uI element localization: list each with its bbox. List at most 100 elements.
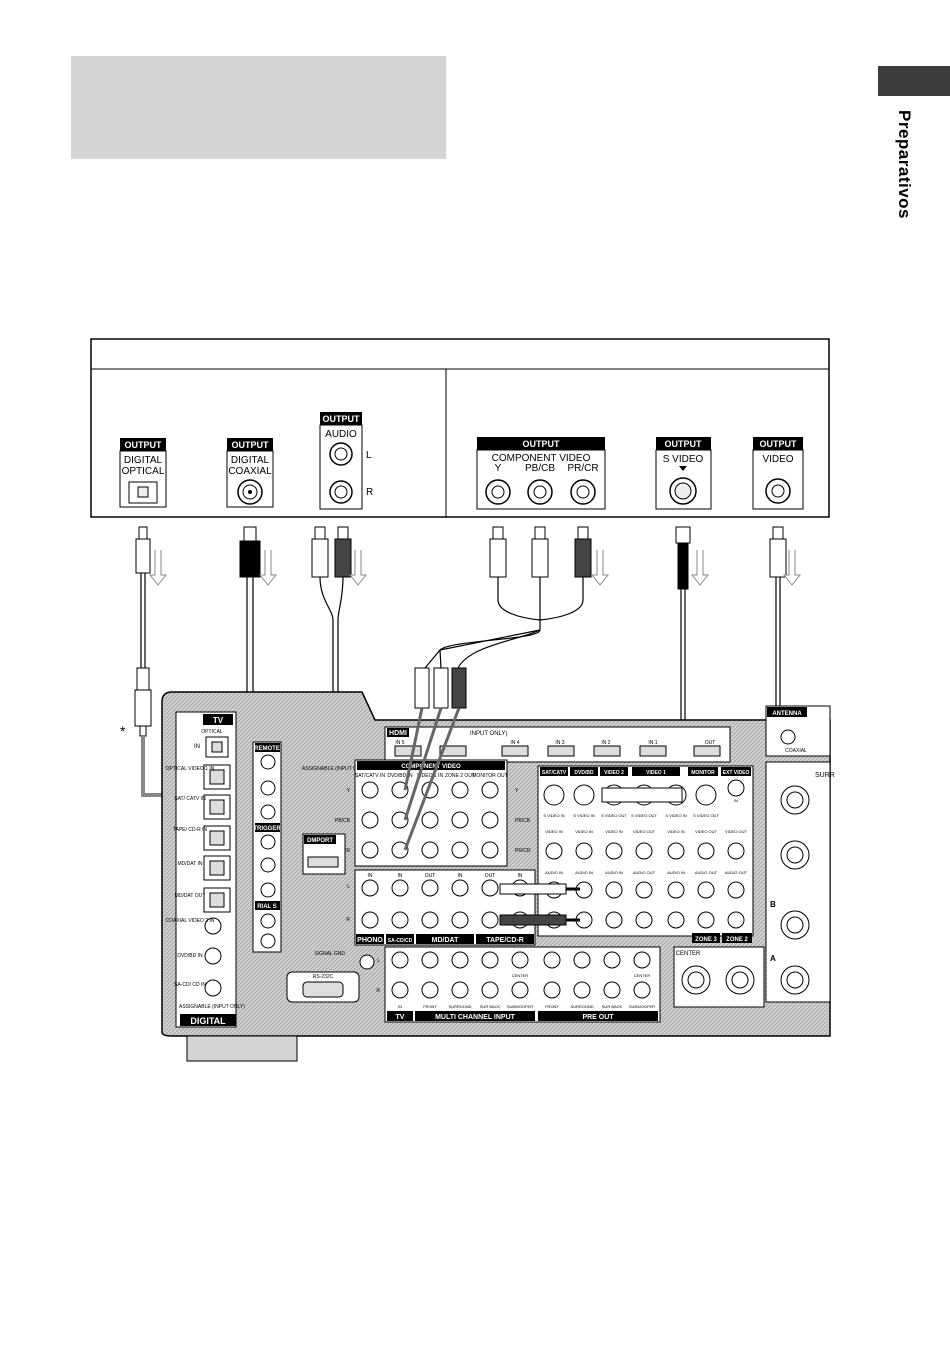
svg-text:RS-232C: RS-232C — [313, 974, 334, 980]
svg-text:FRONT: FRONT — [545, 1004, 559, 1009]
svg-text:SA-CD/ CD IN: SA-CD/ CD IN — [174, 982, 206, 988]
svg-text:OUTPUT: OUTPUT — [323, 414, 361, 424]
svg-text:IN 3: IN 3 — [555, 740, 564, 746]
svg-text:AUDIO OUT: AUDIO OUT — [633, 870, 656, 875]
svg-text:SAT/CATV IN: SAT/CATV IN — [355, 773, 385, 779]
svg-text:OPTICAL VIDEO 1 IN: OPTICAL VIDEO 1 IN — [166, 766, 215, 772]
svg-text:TRIGGER: TRIGGER — [253, 826, 281, 832]
svg-text:IN: IN — [734, 798, 738, 803]
svg-text:ZONE 3: ZONE 3 — [695, 937, 717, 943]
svg-text:SIGNAL GND: SIGNAL GND — [314, 951, 345, 957]
svg-text:S VIDEO: S VIDEO — [663, 454, 704, 465]
svg-text:MULTI CHANNEL INPUT: MULTI CHANNEL INPUT — [435, 1014, 516, 1021]
svg-text:REMOTE: REMOTE — [254, 746, 280, 752]
svg-text:COMPONENT VIDEO: COMPONENT VIDEO — [492, 453, 591, 464]
svg-text:OUTPUT: OUTPUT — [523, 439, 561, 449]
svg-text:ASSIGNABLE (INPUT ONLY): ASSIGNABLE (INPUT ONLY) — [302, 766, 368, 772]
svg-text:OPTICAL: OPTICAL — [201, 729, 223, 735]
svg-text:VIDEO: VIDEO — [762, 454, 793, 465]
receiver-rear-panel: TV OPTICAL IN OPTICAL VIDEO 1 IN SAT/ CA… — [161, 691, 835, 1062]
svg-text:VIDEO IN: VIDEO IN — [605, 829, 623, 834]
svg-text:OUTPUT: OUTPUT — [232, 440, 270, 450]
svg-text:Y: Y — [515, 788, 519, 794]
svg-text:IN: IN — [398, 1004, 402, 1009]
svg-text:L: L — [366, 450, 372, 461]
svg-text:ZONE 2: ZONE 2 — [726, 937, 748, 943]
svg-text:AUDIO OUT: AUDIO OUT — [725, 870, 748, 875]
svg-text:AUDIO IN: AUDIO IN — [605, 870, 623, 875]
svg-text:OUT: OUT — [485, 873, 496, 879]
svg-text:ASSIGNABLE (INPUT ONLY): ASSIGNABLE (INPUT ONLY) — [179, 1004, 245, 1010]
svg-text:OUTPUT: OUTPUT — [760, 439, 798, 449]
svg-text:R: R — [346, 917, 350, 923]
svg-text:AUDIO: AUDIO — [325, 429, 357, 440]
svg-text:S VIDEO IN: S VIDEO IN — [543, 813, 564, 818]
svg-text:SURROUND: SURROUND — [448, 1004, 471, 1009]
svg-text:VIDEO OUT: VIDEO OUT — [725, 829, 748, 834]
svg-text:VIDEO IN: VIDEO IN — [667, 829, 685, 834]
svg-text:AUDIO IN: AUDIO IN — [575, 870, 593, 875]
svg-text:A: A — [770, 954, 776, 963]
svg-text:IN 4: IN 4 — [510, 740, 519, 746]
svg-text:L: L — [347, 884, 350, 890]
svg-text:OUTPUT: OUTPUT — [125, 440, 163, 450]
section-tab-marker — [878, 66, 950, 96]
video-source-jacks: SAT/CATV DVD/BD VIDEO 2 VIDEO 1 MONITOR … — [537, 765, 754, 943]
svg-text:VIDEO 1 IN: VIDEO 1 IN — [417, 773, 444, 779]
svg-text:RIAL S: RIAL S — [257, 904, 277, 910]
svg-text:IN: IN — [368, 873, 373, 879]
svg-text:DVD/BD IN: DVD/BD IN — [177, 953, 203, 959]
svg-text:SUBWOOFER: SUBWOOFER — [507, 1004, 533, 1009]
svg-text:S VIDEO OUT: S VIDEO OUT — [601, 813, 627, 818]
svg-text:SUR BACK: SUR BACK — [602, 1004, 623, 1009]
svg-text:ZONE 2 OUT: ZONE 2 OUT — [445, 773, 475, 779]
svg-text:SAT/CATV: SAT/CATV — [542, 770, 567, 776]
svg-text:OUT: OUT — [705, 740, 716, 746]
source-device — [90, 338, 830, 518]
svg-text:SUR BACK: SUR BACK — [480, 1004, 501, 1009]
svg-text:OUTPUT: OUTPUT — [665, 439, 703, 449]
svg-text:DVD/BD: DVD/BD — [574, 770, 594, 776]
svg-text:CENTER: CENTER — [676, 951, 701, 957]
svg-text:PHONO: PHONO — [357, 937, 383, 944]
svg-text:MD/DAT IN: MD/DAT IN — [177, 861, 202, 867]
svg-text:OUT: OUT — [425, 873, 436, 879]
svg-text:Y: Y — [347, 788, 351, 794]
svg-text:IN: IN — [518, 873, 523, 879]
svg-text:VIDEO 1: VIDEO 1 — [646, 770, 666, 776]
svg-text:HDMI: HDMI — [389, 730, 407, 737]
svg-text:CENTER: CENTER — [512, 973, 529, 978]
svg-text:IN 2: IN 2 — [601, 740, 610, 746]
svg-text:VIDEO 2: VIDEO 2 — [604, 770, 624, 776]
svg-text:TAPE/CD-R: TAPE/CD-R — [486, 937, 524, 944]
s-video-output: OUTPUT S VIDEO — [655, 437, 712, 510]
svg-text:B: B — [770, 900, 776, 909]
svg-text:PB/CB: PB/CB — [335, 818, 351, 824]
svg-text:CENTER: CENTER — [634, 973, 651, 978]
svg-text:TAPE/ CD-R IN: TAPE/ CD-R IN — [173, 827, 208, 833]
svg-text:PB/CB: PB/CB — [525, 463, 555, 474]
section-tab-label: Preparativos — [895, 110, 914, 219]
svg-text:AUDIO OUT: AUDIO OUT — [695, 870, 718, 875]
svg-text:VIDEO OUT: VIDEO OUT — [695, 829, 718, 834]
video-output: OUTPUT VIDEO — [752, 437, 804, 510]
svg-text:R: R — [376, 988, 380, 994]
svg-text:SUBWOOFER: SUBWOOFER — [629, 1004, 655, 1009]
svg-text:IN: IN — [398, 873, 403, 879]
svg-text:TV: TV — [396, 1014, 405, 1021]
svg-text:MONITOR: MONITOR — [691, 770, 715, 776]
svg-text:DIGITAL: DIGITAL — [190, 1016, 226, 1026]
section-title-box — [71, 56, 446, 159]
svg-text:COAXIAL VIDEO 2 IN: COAXIAL VIDEO 2 IN — [166, 918, 215, 924]
svg-text:S VIDEO OUT: S VIDEO OUT — [693, 813, 719, 818]
svg-text:VIDEO IN: VIDEO IN — [575, 829, 593, 834]
svg-text:DVD/BD IN: DVD/BD IN — [387, 773, 413, 779]
svg-text:DMPORT: DMPORT — [307, 838, 333, 844]
svg-text:COMPONENT VIDEO: COMPONENT VIDEO — [401, 764, 461, 770]
svg-text:IN: IN — [458, 873, 463, 879]
svg-text:SURROUND: SURROUND — [570, 1004, 593, 1009]
